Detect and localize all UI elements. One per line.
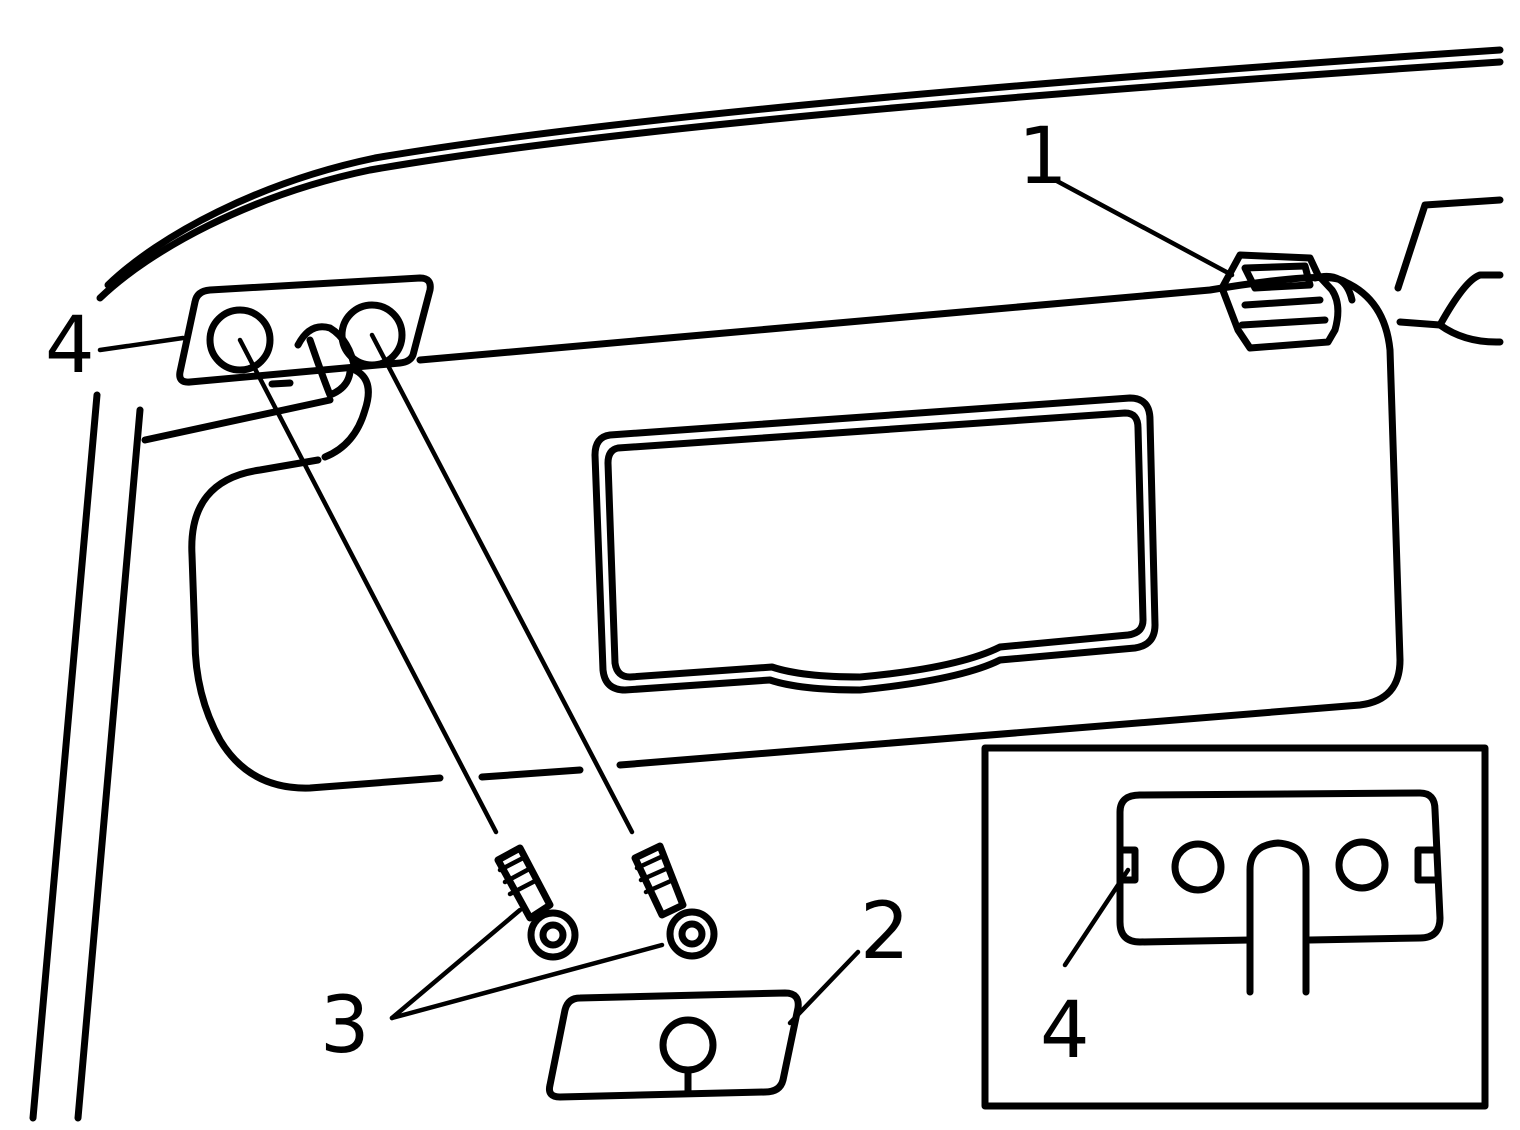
leader-lines bbox=[97, 177, 1235, 1026]
retainer-clip bbox=[1218, 251, 1356, 352]
alignment-lines bbox=[237, 332, 635, 835]
callout-4-inset: 4 bbox=[1040, 986, 1090, 1076]
vanity-mirror bbox=[591, 394, 1159, 694]
roof-edge bbox=[96, 46, 1504, 302]
callout-1: 1 bbox=[1018, 112, 1068, 202]
callout-2: 2 bbox=[860, 887, 910, 977]
callout-3: 3 bbox=[320, 981, 370, 1071]
screw-right bbox=[631, 842, 718, 960]
hinge-bracket bbox=[176, 274, 434, 461]
screw-left bbox=[494, 844, 579, 961]
side-trim bbox=[1394, 196, 1504, 346]
detail-inset bbox=[981, 744, 1489, 1110]
callout-4-main: 4 bbox=[45, 301, 95, 391]
cover-cap bbox=[546, 989, 802, 1101]
a-pillar bbox=[29, 391, 144, 1122]
sun-visor bbox=[141, 274, 1404, 792]
